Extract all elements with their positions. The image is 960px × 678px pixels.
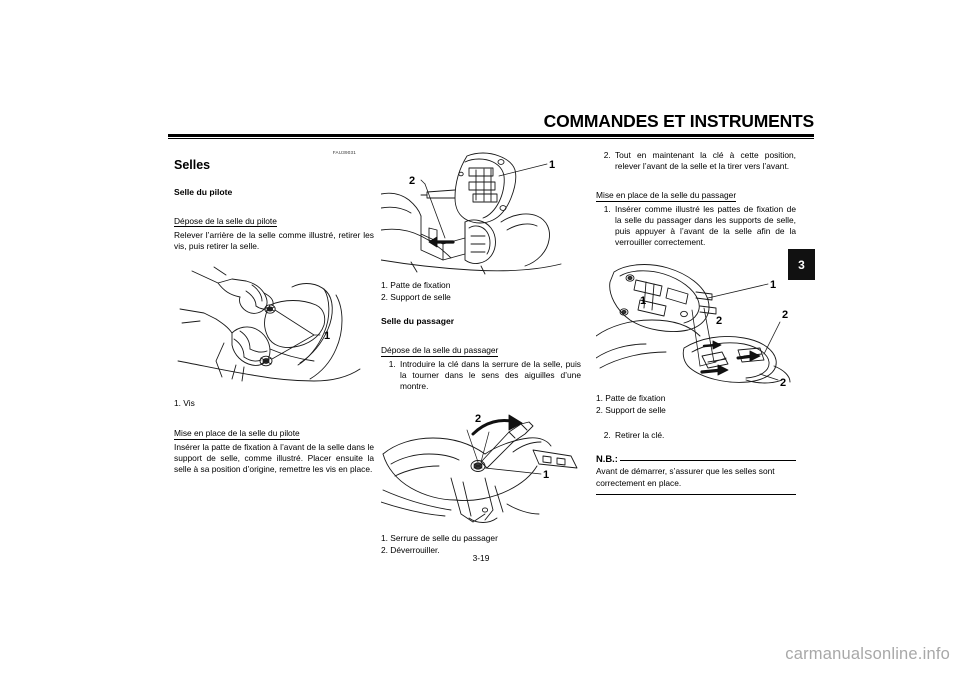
section-title: Selles <box>174 158 211 172</box>
chapter-tab: 3 <box>788 249 815 280</box>
figure-callout-marker-1: 1 <box>640 295 646 307</box>
procedure-title-install-passenger-seat: Mise en place de la selle du passager <box>596 190 737 202</box>
figure-callout-marker-2: 2 <box>780 377 786 388</box>
figure-rider-seat-removal: 1 <box>174 265 374 393</box>
chapter-tab-number: 3 <box>798 257 805 272</box>
figure-seat-bracket-svg: 1 2 <box>381 152 562 275</box>
figure-callout-marker-1: 1 <box>549 159 555 171</box>
note-bottom-rule <box>596 493 796 495</box>
note-body: Avant de démarrer, s’assurer que les sel… <box>596 466 775 488</box>
page-header: COMMANDES ET INSTRUMENTS <box>168 111 815 140</box>
right-column: Tout en maintenant la clé à cette positi… <box>596 150 796 495</box>
figure-callout-list-rider-seat: 1. Vis <box>174 397 374 409</box>
subsection-title-rider-seat: Selle du pilote <box>174 186 233 197</box>
header-rule-thin <box>168 138 814 140</box>
procedure-heading-wrap-install: Mise en place de la selle du pilote <box>174 423 374 441</box>
figure-callout-item: 2. Support de selle <box>596 404 666 415</box>
figure-callout-marker-2: 2 <box>475 413 481 425</box>
procedure-steps-install-passenger-seat: Insérer comme illustré les pattes de fix… <box>596 204 796 248</box>
procedure-step: Tout en maintenant la clé à cette positi… <box>613 150 796 172</box>
procedure-steps-install-passenger-seat-cont: Retirer la clé. <box>596 430 796 441</box>
figure-passenger-seat-lock-svg: 1 2 <box>381 413 578 523</box>
figure-callout-item: 2. Support de selle <box>381 292 451 303</box>
subsection-title-passenger-seat: Selle du passager <box>381 316 455 327</box>
figure-callout-item: 1. Patte de fixation <box>381 280 451 290</box>
figure-callout-list-install: 1. Patte de fixation 2. Support de selle <box>596 392 796 416</box>
middle-column: 1 2 1. Patte de fixation 2. Support de s… <box>381 150 581 570</box>
figure-callout-marker-2: 2 <box>716 315 722 327</box>
figure-callout-item: 1. Vis <box>174 397 195 408</box>
figure-rider-seat-removal-svg: 1 <box>177 266 361 382</box>
procedure-step: Retirer la clé. <box>613 430 796 441</box>
header-rule-thick <box>168 134 814 137</box>
note-header-rule <box>619 460 796 462</box>
procedure-body-install-rider-seat: Insérer la patte de fixation à l’avant d… <box>174 442 374 475</box>
figure-callout-marker-2: 2 <box>782 309 788 321</box>
note-header: N.B.: <box>596 454 796 463</box>
left-column: FAU39031 Selles Selle du pilote Dépose d… <box>174 150 374 488</box>
procedure-heading-wrap: Dépose de la selle du pilote <box>174 211 374 229</box>
procedure-body-remove-rider-seat: Relever l’arrière de la selle comme illu… <box>174 229 374 251</box>
procedure-title-install-rider-seat: Mise en place de la selle du pilote <box>174 428 300 440</box>
figure-passenger-seat-install-svg: 1 1 2 2 2 <box>596 263 791 388</box>
watermark: carmanualsonline.info <box>785 645 950 663</box>
page-title: COMMANDES ET INSTRUMENTS <box>543 111 815 131</box>
page-number: 3-19 <box>472 553 490 563</box>
figure-callout-list-lock: 1. Serrure de selle du passager 2. Déver… <box>381 532 581 556</box>
document-code: FAU39031 <box>332 150 356 155</box>
procedure-title-remove-rider-seat: Dépose de la selle du pilote <box>174 215 277 228</box>
figure-callout-item: 1. Patte de fixation <box>596 392 666 403</box>
note-label: N.B.: <box>596 453 618 465</box>
figure-callout-list-bracket: 1. Patte de fixation 2. Support de selle <box>381 279 581 303</box>
figure-callout-item: 2. Déverrouiller. <box>381 544 440 555</box>
figure-passenger-seat-lock: 1 2 <box>381 406 581 528</box>
figure-seat-bracket: 1 2 <box>381 150 581 275</box>
figure-callout-item: 1. Serrure de selle du passager <box>381 532 498 543</box>
note-block: N.B.: Avant de démarrer, s’assurer que l… <box>596 454 796 495</box>
procedure-steps-remove-passenger-seat-cont: Tout en maintenant la clé à cette positi… <box>596 150 796 172</box>
procedure-step: Insérer comme illustré les pattes de fix… <box>613 204 796 248</box>
figure-callout-marker-1: 1 <box>770 279 776 291</box>
figure-passenger-seat-install: 1 1 2 2 2 <box>596 262 796 388</box>
procedure-step: Introduire la clé dans la serrure de la … <box>398 359 581 392</box>
figure-callout-marker-1: 1 <box>324 330 330 342</box>
procedure-steps-remove-passenger-seat: Introduire la clé dans la serrure de la … <box>381 359 581 392</box>
procedure-heading-wrap-remove-pass: Dépose de la selle du passager <box>381 340 581 358</box>
procedure-heading-wrap-install-pass: Mise en place de la selle du passager <box>596 185 796 203</box>
procedure-title-remove-passenger-seat: Dépose de la selle du passager <box>381 345 499 357</box>
figure-callout-marker-1: 1 <box>543 469 549 481</box>
figure-callout-marker-2: 2 <box>409 175 415 187</box>
